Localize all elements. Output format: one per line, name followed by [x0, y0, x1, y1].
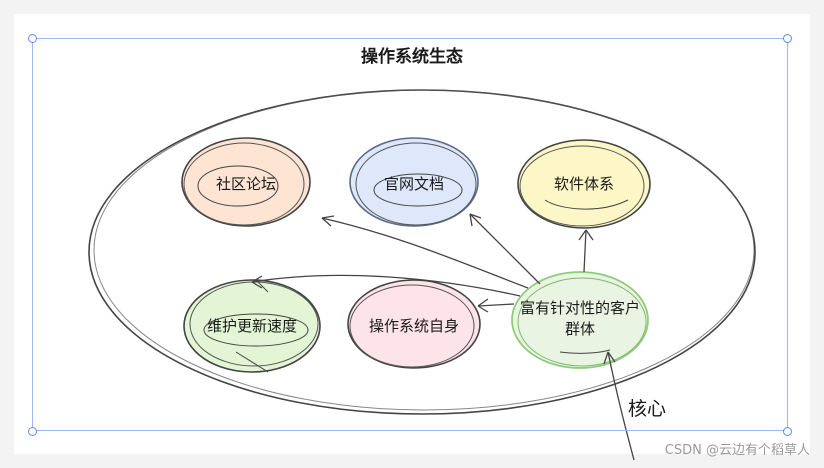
node-label-docs: 官网文档: [383, 174, 444, 193]
diagram-title: 操作系统生态: [361, 47, 463, 67]
node-label-forum: 社区论坛: [215, 174, 276, 193]
node-label-soft: 软件体系: [553, 174, 614, 193]
node-shape-forum[interactable]: [181, 137, 311, 227]
node-shape-os[interactable]: [347, 279, 481, 369]
node-label-cust: 富有针对性的客户群体: [519, 299, 640, 338]
resize-handle-top-left[interactable]: [28, 34, 37, 43]
edge-cust-update: [251, 274, 521, 297]
core-annotation: 核心: [628, 398, 667, 420]
node-shape-cust[interactable]: [511, 271, 649, 369]
edge-cust-soft: [578, 229, 594, 273]
node-label-os: 操作系统自身: [368, 316, 459, 335]
node-shape-soft[interactable]: [517, 139, 651, 229]
edge-cust-os: [477, 298, 515, 313]
node-label-update: 维护更新速度: [206, 316, 297, 335]
ecosystem-boundary-sketch: [93, 89, 755, 411]
whiteboard-canvas[interactable]: [14, 14, 810, 454]
annotation-arrow: [603, 351, 635, 461]
resize-handle-bottom-right[interactable]: [783, 427, 792, 436]
resize-handle-bottom-left[interactable]: [28, 427, 37, 436]
node-shape-docs[interactable]: [349, 137, 479, 227]
edge-cust-docs: [469, 213, 541, 285]
watermark: CSDN @云边有个稻草人: [664, 443, 810, 458]
edge-cust-forum: [321, 215, 529, 289]
resize-handle-top-right[interactable]: [783, 34, 792, 43]
